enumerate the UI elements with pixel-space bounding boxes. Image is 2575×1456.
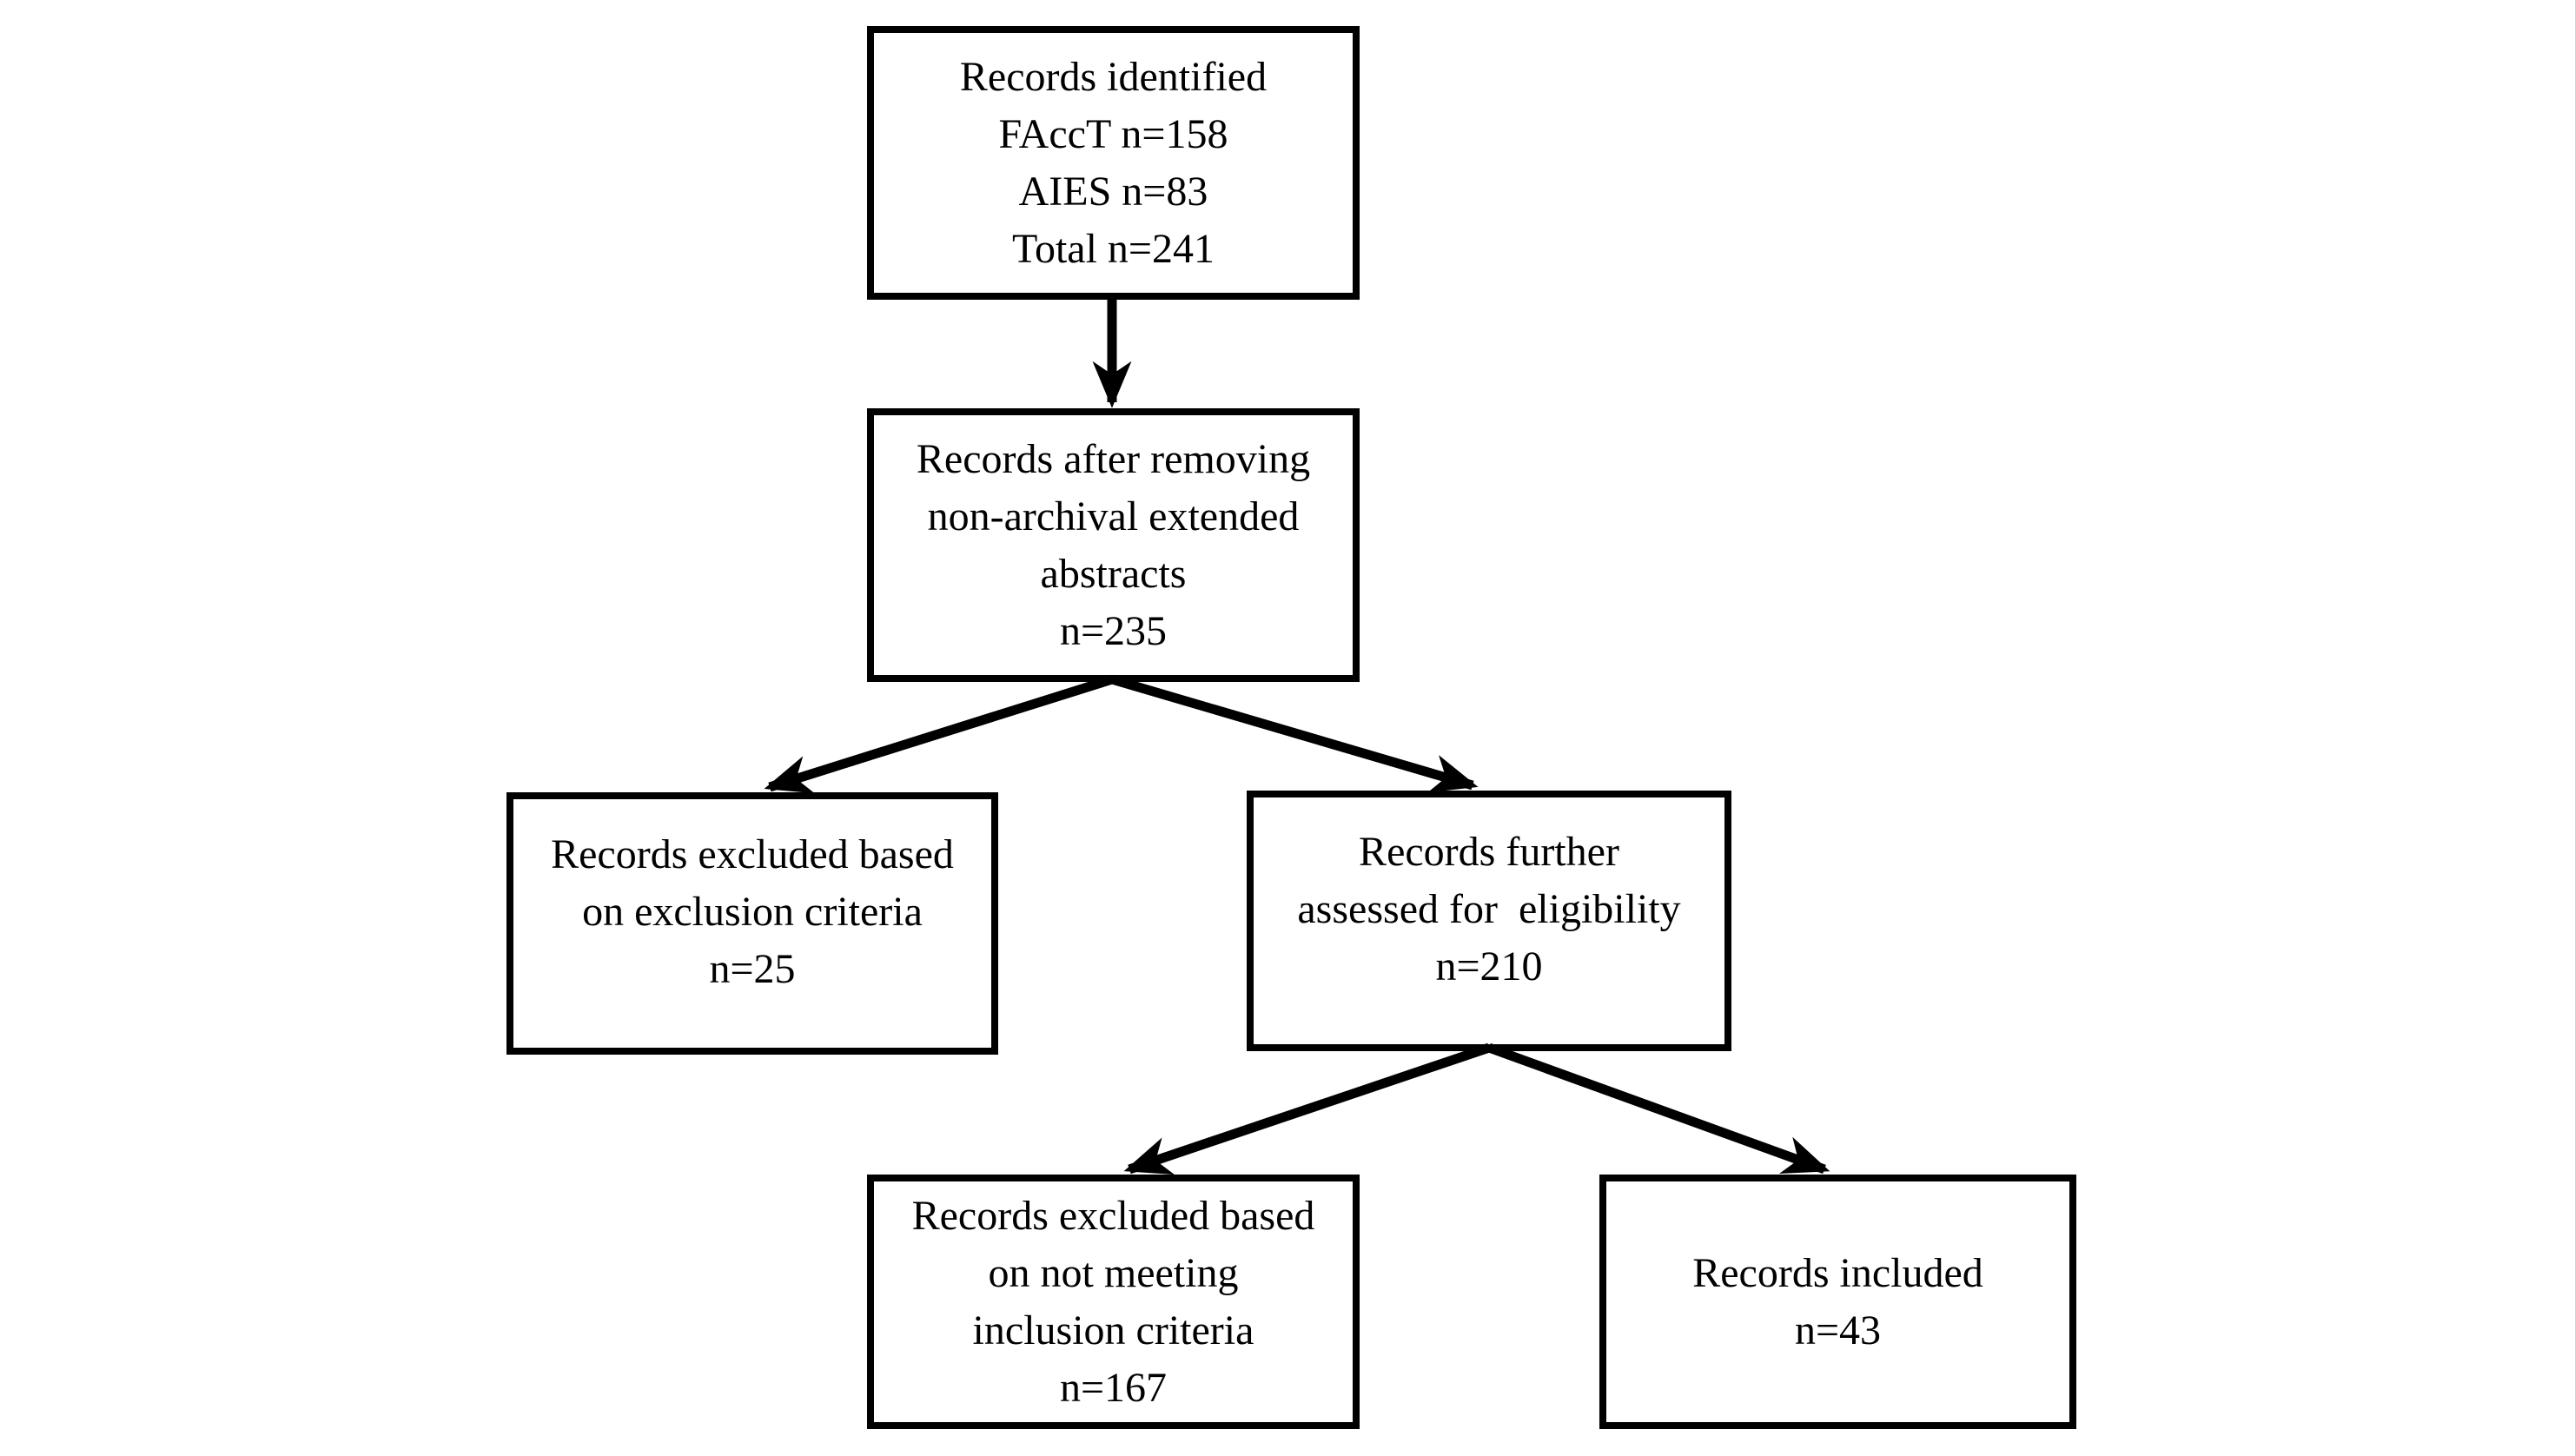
box-records-excluded-exclusion: Records excluded based on exclusion crit… [506, 792, 998, 1055]
box-records-after-removing: Records after removing non-archival exte… [867, 408, 1360, 682]
box-text-line: n=235 [1059, 607, 1168, 654]
box-text-line: AIES n=83 [1018, 168, 1208, 215]
box-text-line: n=43 [1794, 1307, 1882, 1353]
box-text-line: Records included [1692, 1249, 1983, 1296]
arrow-after-removing-to-further-assessed [1110, 674, 1479, 793]
box-text-line: on exclusion criteria [582, 889, 923, 935]
box-text-line: Total n=241 [1011, 225, 1215, 272]
box-text-line: FAccT n=158 [998, 110, 1228, 157]
box-text-line: Records further [1359, 829, 1619, 875]
arrow-after-removing-to-excluded-exclusion [764, 674, 1114, 794]
box-text-line: on not meeting [988, 1249, 1239, 1296]
box-records-included: Records included n=43 [1599, 1175, 2076, 1429]
box-text-line: n=167 [1059, 1364, 1168, 1411]
box-text-line: inclusion criteria [972, 1307, 1254, 1353]
box-records-identified: Records identified FAccT n=158 AIES n=83… [867, 26, 1360, 300]
box-text-line: n=210 [1435, 943, 1543, 989]
box-records-further-assessed: Records further assessed for eligibility… [1247, 791, 1731, 1051]
box-text-line: non-archival extended [927, 493, 1300, 539]
box-records-excluded-inclusion: Records excluded based on not meeting in… [867, 1175, 1360, 1429]
box-text-line: abstracts [1040, 550, 1187, 597]
arrow-further-assessed-to-included [1487, 1042, 1830, 1175]
arrow-further-assessed-to-excluded-inclusion [1123, 1042, 1491, 1175]
box-text-line: Records after removing [916, 435, 1311, 482]
box-text-line: Records identified [959, 53, 1268, 100]
box-text-line: Records excluded based [551, 831, 954, 877]
box-text-line: Records excluded based [911, 1192, 1315, 1239]
box-text-line: assessed for eligibility [1297, 886, 1681, 932]
box-text-line: n=25 [709, 946, 796, 992]
